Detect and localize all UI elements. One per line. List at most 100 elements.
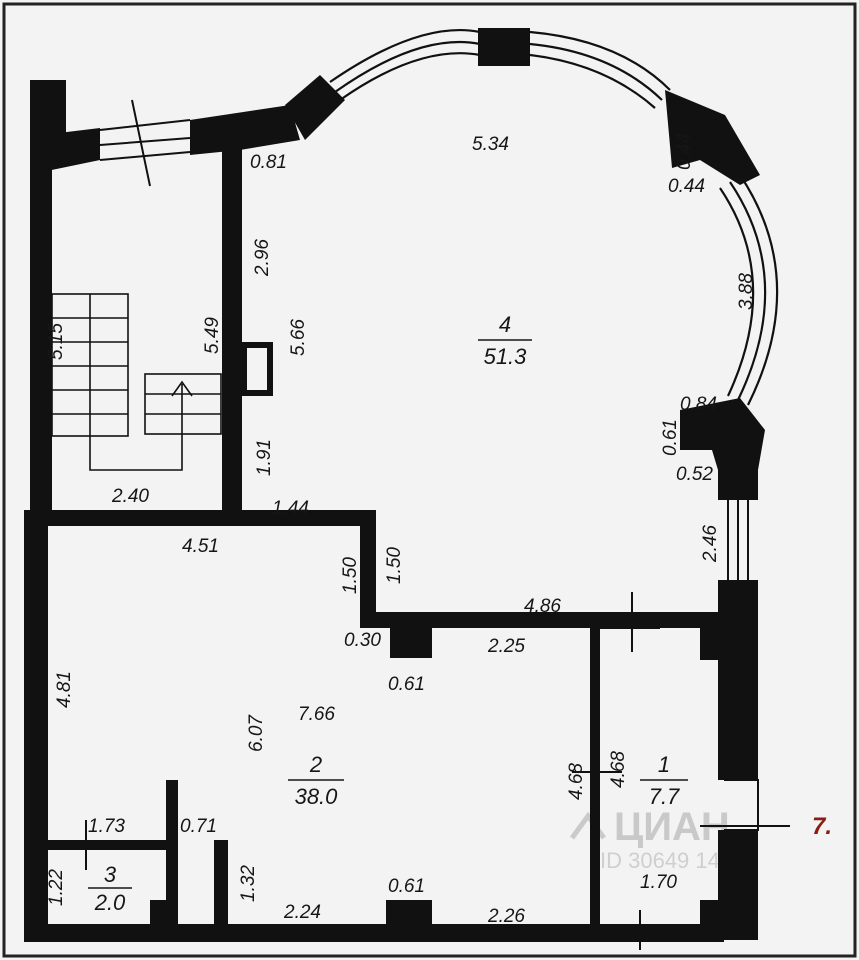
dimension-labels: 0.81 5.34 0.44 0.84 0.52 2.40 1.44 4.51 … xyxy=(46,133,757,927)
wall-left-upper xyxy=(30,140,52,520)
wall-top-left-angled xyxy=(42,128,100,172)
dim-label: 4.68 xyxy=(608,751,629,788)
room-3-area: 2.0 xyxy=(94,890,126,915)
room-1-number: 1 xyxy=(658,752,670,777)
dim-label: 7.66 xyxy=(298,704,335,725)
dim-label: 0.81 xyxy=(250,152,287,173)
dim-label: 5.15 xyxy=(46,323,67,360)
stair-steps xyxy=(52,294,128,436)
wall-top-mid xyxy=(190,105,300,155)
bay-arc xyxy=(739,174,779,406)
section-marker: 7. xyxy=(812,813,832,840)
dim-label: 0.44 xyxy=(668,176,705,197)
wall-right-bottom xyxy=(718,830,758,940)
dim-label: 1.73 xyxy=(88,816,125,837)
wall-bay-pier xyxy=(478,28,530,66)
wall-right-top xyxy=(718,470,758,500)
dim-label: 0.61 xyxy=(388,674,425,695)
wall-block xyxy=(30,80,66,140)
dim-label: 2.24 xyxy=(283,902,321,923)
bay-window xyxy=(329,28,779,406)
bay-arc xyxy=(529,42,663,101)
dim-label: 2.25 xyxy=(487,636,525,657)
room-1-area: 7.7 xyxy=(649,784,680,809)
room-labels: 4 51.3 2 38.0 1 7.7 3 2.0 xyxy=(88,312,688,915)
dim-label: 5.34 xyxy=(472,134,509,155)
room-2-area: 38.0 xyxy=(295,784,339,809)
dim-label: 4.86 xyxy=(524,596,561,617)
dim-label: 1.70 xyxy=(640,872,677,893)
column-bottom xyxy=(386,900,432,940)
wall-notch xyxy=(700,612,724,660)
dim-label: 0.61 xyxy=(660,419,681,456)
dim-label: 1.50 xyxy=(384,547,405,584)
dim-label: 0.61 xyxy=(388,876,425,897)
dim-label: 6.07 xyxy=(246,714,267,752)
bay-arc xyxy=(334,40,481,93)
wall-left-lower xyxy=(24,512,48,940)
wall-room2-top xyxy=(24,510,374,526)
watermark: ЦИАН ID 30649 1435 xyxy=(569,805,744,873)
wall-notch-bottom xyxy=(700,900,724,940)
dim-label: 3.88 xyxy=(736,273,757,310)
window-right xyxy=(727,500,749,580)
dim-label: 5.66 xyxy=(288,319,309,356)
stair-landing xyxy=(144,373,222,435)
bay-arc xyxy=(529,30,671,91)
dim-label: 1.22 xyxy=(46,869,67,906)
dim-label: 0.44 xyxy=(674,133,695,170)
wall-stair-right xyxy=(222,148,242,520)
door-room3 xyxy=(54,820,116,870)
door-room1-bottom xyxy=(610,910,670,950)
dim-label: 4.81 xyxy=(54,671,75,708)
window-tick xyxy=(131,99,151,187)
dim-label: 4.68 xyxy=(566,763,587,800)
column-block xyxy=(390,612,432,658)
dim-label: 1.44 xyxy=(272,498,309,519)
window-right-lower xyxy=(724,779,759,831)
wall-bay-top xyxy=(665,90,760,185)
staircase xyxy=(51,293,222,471)
room-3-number: 3 xyxy=(104,862,117,887)
room-2-number: 2 xyxy=(309,752,322,777)
niche xyxy=(241,342,273,396)
door-room1-side xyxy=(572,748,622,800)
dim-label: 1.91 xyxy=(254,439,275,476)
wall-stub xyxy=(150,900,166,936)
dim-label: 0.52 xyxy=(676,464,713,485)
window-top-left xyxy=(99,119,191,161)
dim-label: 1.32 xyxy=(238,865,259,902)
dim-label: 2.40 xyxy=(111,486,149,507)
bay-arc xyxy=(529,53,656,109)
bay-arc xyxy=(719,187,755,397)
dim-label: 0.30 xyxy=(344,630,381,651)
dim-label: 5.49 xyxy=(202,317,223,354)
door-room1-top xyxy=(600,592,660,652)
wall-bottom xyxy=(24,924,724,942)
room-4-area: 51.3 xyxy=(484,344,528,369)
dim-label: 2.46 xyxy=(700,525,721,563)
walls xyxy=(24,28,765,942)
wall-arc-start xyxy=(285,75,345,140)
bay-arc xyxy=(339,52,481,101)
dim-label: 0.71 xyxy=(180,816,217,837)
wall-bay-bottom xyxy=(680,398,765,470)
wall-room4-bottom xyxy=(360,612,720,628)
dim-label: 0.84 xyxy=(680,394,717,415)
dim-label: 2.26 xyxy=(487,906,525,927)
bay-arc xyxy=(329,28,481,83)
stair-steps xyxy=(145,393,221,415)
windows xyxy=(54,99,790,950)
dim-label: 2.96 xyxy=(252,239,273,277)
bay-arc xyxy=(729,181,767,401)
wall-right-mid xyxy=(718,580,758,780)
dim-label: 4.51 xyxy=(182,536,219,557)
wall-step xyxy=(360,510,376,626)
room-4-number: 4 xyxy=(499,312,511,337)
dim-label: 1.50 xyxy=(340,557,361,594)
wall-closet xyxy=(214,840,228,936)
wall-room3-right xyxy=(166,780,178,940)
